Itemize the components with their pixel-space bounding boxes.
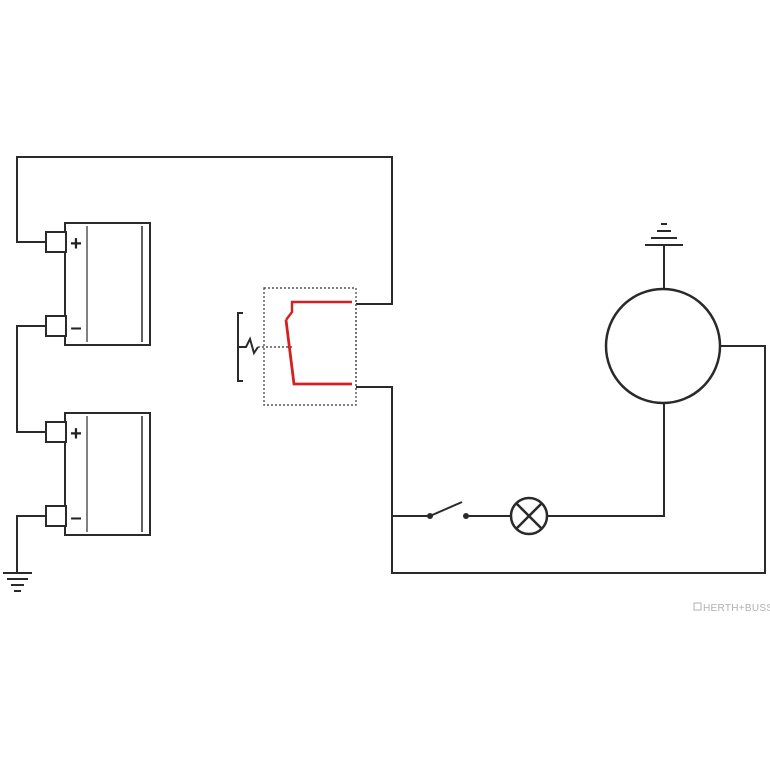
watermark: HERTH+BUSS xyxy=(693,602,770,614)
battery-1-body xyxy=(64,222,151,346)
battery-2-plus-sign: + xyxy=(70,423,82,445)
switch-lever xyxy=(429,501,463,517)
ground-symbol-battery xyxy=(3,572,32,592)
wires xyxy=(16,156,766,574)
starter-motor-icon xyxy=(604,287,722,405)
battery-1-plus-sign: + xyxy=(70,233,82,255)
battery-1-minus-sign: – xyxy=(70,317,81,339)
relay xyxy=(237,287,357,406)
battery-1-positive-terminal xyxy=(45,231,67,253)
battery-1-negative-terminal xyxy=(45,315,67,337)
wire-relay-to-motor xyxy=(356,345,766,574)
relay-contact-blade xyxy=(284,319,352,386)
indicator-lamp-icon xyxy=(509,496,549,536)
battery-2-minus-sign: – xyxy=(70,507,81,529)
wire-to-ground xyxy=(16,515,46,572)
wire-battery-to-relay xyxy=(16,156,393,305)
relay-contact-top xyxy=(285,300,352,321)
battery-2-negative-terminal xyxy=(45,505,67,527)
hb-logo-icon xyxy=(693,602,702,611)
watermark-text: HERTH+BUSS xyxy=(703,603,770,614)
battery-2: + – xyxy=(45,412,151,536)
relay-coil-symbol xyxy=(238,336,259,356)
wire-series-link xyxy=(16,325,46,433)
relay-housing xyxy=(263,287,357,406)
manual-switch xyxy=(427,501,469,519)
ground-symbol-motor xyxy=(645,223,683,246)
battery-2-body xyxy=(64,412,151,536)
switch-contact-right xyxy=(463,513,469,519)
wire-lamp-to-motor xyxy=(547,403,665,517)
battery-2-positive-terminal xyxy=(45,421,67,443)
battery-1: + – xyxy=(45,222,151,346)
